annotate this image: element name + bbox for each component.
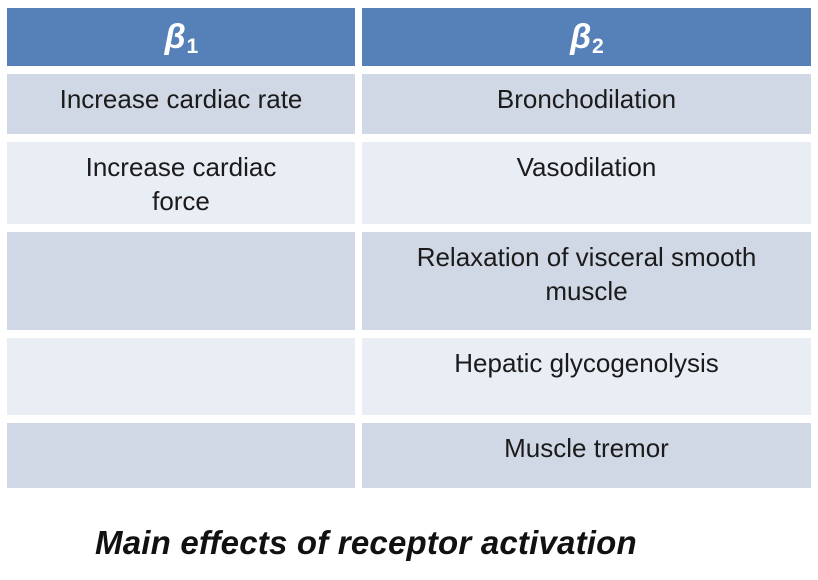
table-header-row: β1 β2 [7, 8, 811, 66]
header-cell-beta2: β2 [362, 8, 811, 66]
cell-beta1-effect [7, 423, 355, 488]
table-row: Hepatic glycogenolysis [7, 338, 811, 415]
cell-beta1-effect: Increase cardiac rate [7, 74, 355, 134]
cell-beta2-effect: Relaxation of visceral smooth muscle [362, 232, 811, 330]
cell-beta1-effect: Increase cardiac force [7, 142, 355, 224]
cell-beta2-effect: Bronchodilation [362, 74, 811, 134]
beta1-subscript: 1 [186, 34, 199, 58]
table-row: Relaxation of visceral smooth muscle [7, 232, 811, 330]
cell-beta2-effect: Vasodilation [362, 142, 811, 224]
cell-beta1-effect [7, 232, 355, 330]
header-cell-beta1: β1 [7, 8, 355, 66]
table-caption: Main effects of receptor activation [95, 524, 637, 561]
beta1-symbol: β [164, 17, 186, 56]
cell-beta1-effect [7, 338, 355, 415]
beta2-symbol: β [570, 17, 592, 56]
table-row: Increase cardiac rate Bronchodilation [7, 74, 811, 134]
table-row: Muscle tremor [7, 423, 811, 488]
cell-beta2-effect: Hepatic glycogenolysis [362, 338, 811, 415]
beta2-subscript: 2 [592, 34, 604, 58]
table-row: Increase cardiac force Vasodilation [7, 142, 811, 224]
receptor-effects-table: β1 β2 Increase cardiac rate Bronchodilat… [7, 8, 811, 488]
cell-beta2-effect: Muscle tremor [362, 423, 811, 488]
